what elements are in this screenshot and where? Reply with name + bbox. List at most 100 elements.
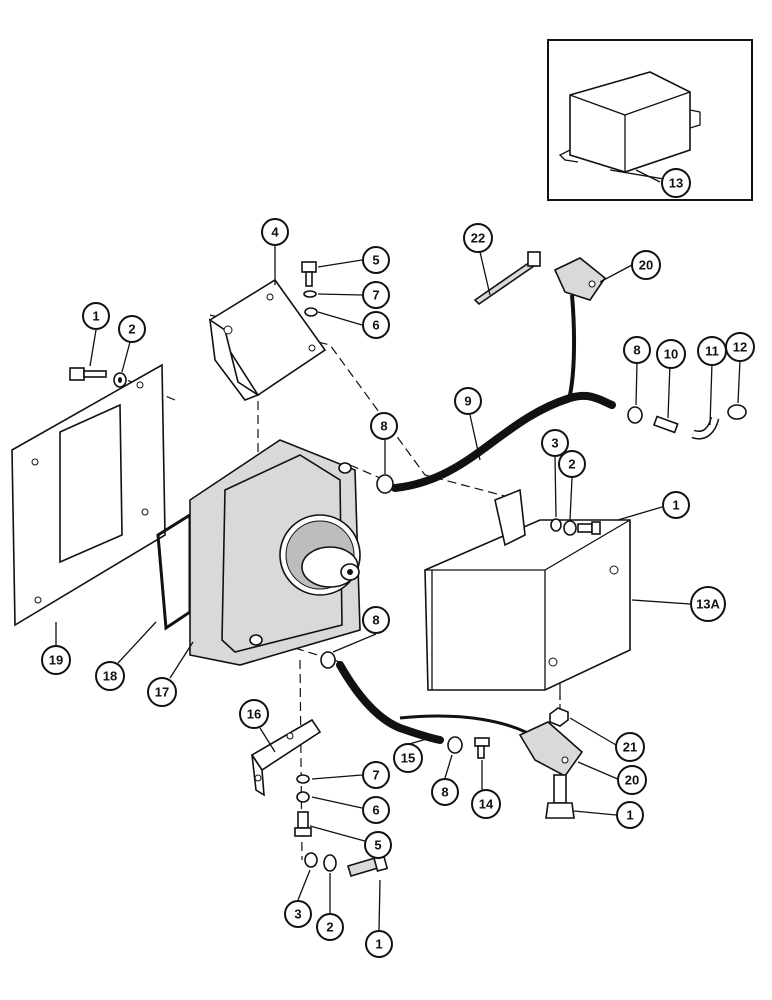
svg-text:8: 8 [633, 343, 640, 358]
callout-7: 7 [362, 761, 390, 789]
bolt-1-right [577, 521, 601, 535]
callout-2: 2 [558, 450, 586, 478]
svg-text:22: 22 [471, 231, 485, 246]
svg-text:11: 11 [705, 344, 719, 359]
callout-8: 8 [623, 336, 651, 364]
callout-8: 8 [362, 606, 390, 634]
svg-text:19: 19 [49, 653, 63, 668]
callout-20: 20 [631, 250, 661, 280]
svg-text:17: 17 [155, 685, 169, 700]
svg-text:3: 3 [294, 907, 301, 922]
svg-text:6: 6 [372, 318, 379, 333]
callout-1: 1 [662, 491, 690, 519]
clamp-8-housing [376, 474, 394, 494]
callout-21: 21 [615, 732, 645, 762]
svg-text:18: 18 [103, 669, 117, 684]
svg-text:7: 7 [372, 768, 379, 783]
svg-text:8: 8 [372, 613, 379, 628]
callout-16: 16 [239, 699, 269, 729]
hose-15 [336, 661, 444, 744]
svg-text:2: 2 [568, 457, 575, 472]
svg-text:3: 3 [551, 436, 558, 451]
callout-13a: 13A [690, 586, 726, 622]
inset-frame [547, 39, 753, 201]
callout-2: 2 [118, 315, 146, 343]
svg-text:6: 6 [372, 803, 379, 818]
bolt-1-bottom-right [545, 774, 575, 819]
svg-text:9: 9 [464, 394, 471, 409]
lockwasher-7-top [303, 290, 317, 298]
inset-cover-13 [558, 71, 701, 181]
nut-21 [549, 707, 569, 727]
cover-13a [424, 488, 631, 691]
bracket-4 [208, 278, 327, 401]
callout-14: 14 [471, 789, 501, 819]
callout-5: 5 [362, 246, 390, 274]
gasket-18 [156, 512, 192, 631]
fitting-12 [727, 404, 747, 420]
svg-text:7: 7 [372, 288, 379, 303]
hose-vertical [568, 294, 577, 396]
svg-text:21: 21 [623, 740, 637, 755]
svg-text:12: 12 [733, 340, 747, 355]
clamp-8-lower [447, 736, 463, 754]
svg-text:1: 1 [375, 937, 382, 952]
clamp-8-bottom [320, 651, 336, 669]
callout-1: 1 [365, 930, 393, 958]
callout-5: 5 [364, 831, 392, 859]
clip-20-bottom [518, 721, 584, 778]
callout-20: 20 [617, 765, 647, 795]
screw-5-top [301, 261, 317, 287]
svg-text:4: 4 [271, 225, 279, 240]
callout-3: 3 [284, 900, 312, 928]
clip-20-top [553, 257, 607, 301]
washer-2-left [113, 372, 127, 388]
nut-6-bottom [296, 791, 310, 803]
callout-18: 18 [95, 661, 125, 691]
callout-17: 17 [147, 677, 177, 707]
callout-1: 1 [616, 801, 644, 829]
heater-housing-17 [189, 439, 361, 666]
bolt-1-left [69, 367, 107, 381]
callout-13: 13 [661, 168, 691, 198]
svg-text:20: 20 [639, 258, 653, 273]
bracket-16 [250, 718, 322, 797]
callout-4: 4 [261, 218, 289, 246]
svg-text:5: 5 [374, 838, 381, 853]
svg-text:20: 20 [625, 773, 639, 788]
svg-text:15: 15 [401, 751, 415, 766]
callout-2: 2 [316, 913, 344, 941]
fitting-10 [652, 415, 679, 434]
callout-10: 10 [656, 339, 686, 369]
nut-6-top [304, 307, 318, 317]
callout-7: 7 [362, 281, 390, 309]
svg-text:10: 10 [664, 347, 678, 362]
svg-text:8: 8 [380, 419, 387, 434]
callout-9: 9 [454, 387, 482, 415]
callout-15: 15 [393, 743, 423, 773]
callout-12: 12 [725, 332, 755, 362]
lockwasher-3-right [550, 518, 562, 532]
washer-2-right [563, 520, 577, 536]
callout-22: 22 [463, 223, 493, 253]
callout-8: 8 [370, 412, 398, 440]
lockwasher-3-bottom [304, 852, 318, 868]
svg-text:13: 13 [669, 176, 683, 191]
callout-19: 19 [41, 645, 71, 675]
svg-text:13A: 13A [696, 597, 720, 612]
svg-text:16: 16 [247, 707, 261, 722]
tie-strap-22 [473, 251, 541, 306]
hose-9 [391, 391, 616, 492]
screw-5-bottom [294, 811, 312, 837]
svg-text:2: 2 [326, 920, 333, 935]
callout-6: 6 [362, 311, 390, 339]
svg-text:5: 5 [372, 253, 379, 268]
fitting-14 [474, 737, 490, 759]
svg-text:2: 2 [128, 322, 135, 337]
callout-8: 8 [431, 778, 459, 806]
washer-2-bottom [323, 854, 337, 872]
svg-text:8: 8 [441, 785, 448, 800]
svg-text:1: 1 [626, 808, 633, 823]
lockwasher-7-bottom [296, 774, 310, 784]
